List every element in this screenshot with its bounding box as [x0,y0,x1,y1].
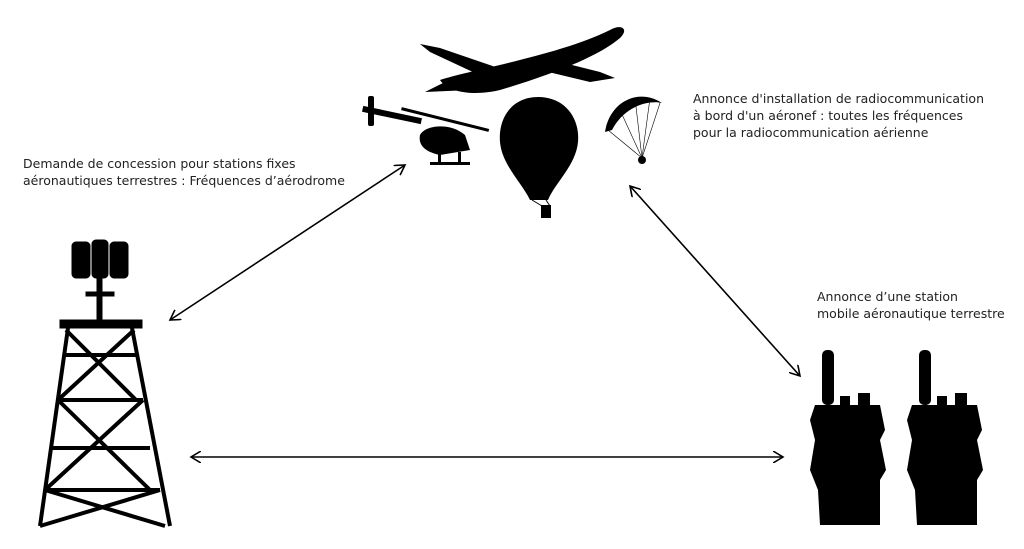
paraglider-icon [605,96,662,164]
radio-tower-icon [38,239,172,528]
helicopter-icon [362,96,490,165]
aircraft-station-label: Annonce d'installation de radiocommunica… [693,91,984,140]
walkie-talkie-icon [810,350,886,525]
walkie-talkie-icon [907,350,983,525]
double-arrow-icon [630,186,800,376]
double-arrow-icon [170,165,405,320]
airplane-icon [420,27,625,93]
hot-air-balloon-icon [499,97,579,218]
mobile-station-label: Annonce d’une station mobile aéronautiqu… [817,289,1005,321]
